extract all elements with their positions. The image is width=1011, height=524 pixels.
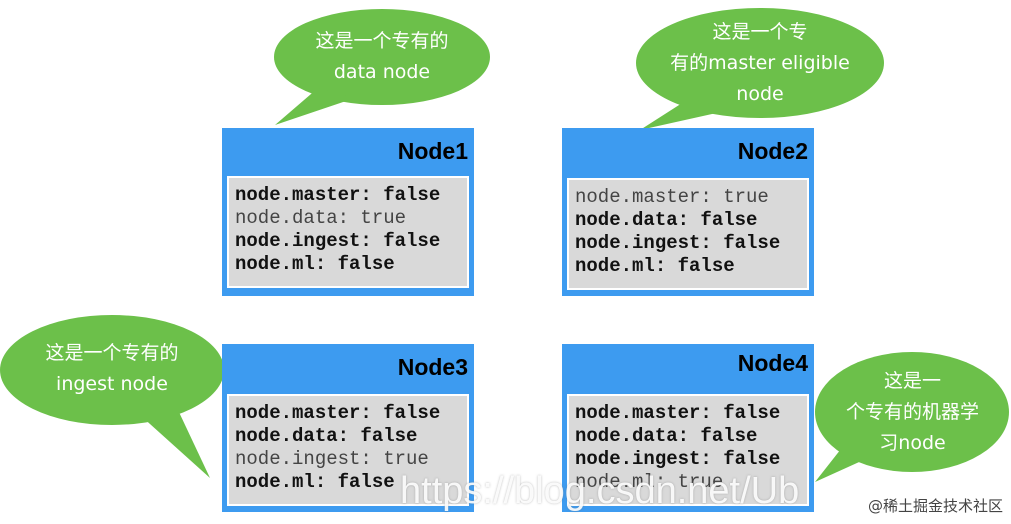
- node2-title: Node2: [737, 138, 808, 164]
- node4-line-2: node.data: false: [575, 425, 758, 447]
- node1-box: Node1 node.master: false node.data: true…: [222, 128, 474, 296]
- node1-title: Node1: [397, 138, 468, 164]
- node3-line-2: node.data: false: [235, 425, 418, 447]
- bubble-3-line-2: ingest node: [56, 373, 168, 395]
- node2-line-1: node.master: true: [575, 186, 769, 208]
- node3-line-3: node.ingest: true: [235, 448, 429, 470]
- node4-config: node.master: false node.data: false node…: [567, 394, 809, 506]
- node1-line-3: node.ingest: false: [235, 230, 441, 252]
- node4-line-3: node.ingest: false: [575, 448, 781, 470]
- node1-line-4: node.ml: false: [235, 253, 395, 275]
- bubble-4-line-3: 习node: [879, 432, 946, 454]
- node4-line-4: node.ml: true: [575, 471, 724, 493]
- bubble-2-text: 这是一个专 有的master eligible node: [640, 17, 880, 110]
- node3-title: Node3: [397, 354, 468, 380]
- node1-config: node.master: false node.data: true node.…: [227, 176, 469, 288]
- bubble-1-text: 这是一个专有的 data node: [282, 26, 482, 88]
- node1-line-2: node.data: true: [235, 207, 407, 229]
- node2-line-3: node.ingest: false: [575, 232, 781, 254]
- bubble-2-line-2: 有的master eligible: [670, 52, 850, 74]
- watermark-url: https://blog.csdn.net/Ub: [400, 470, 800, 512]
- bubble-2-line-1: 这是一个专: [712, 21, 808, 43]
- bubble-1-shape: [274, 9, 490, 125]
- node4-box: Node4 node.master: false node.data: fals…: [562, 344, 814, 512]
- bubble-2-shape: [636, 8, 884, 130]
- node3-box: Node3 node.master: false node.data: fals…: [222, 344, 474, 512]
- bubble-3-text: 这是一个专有的 ingest node: [12, 338, 212, 400]
- bubble-4-line-2: 个专有的机器学: [845, 401, 979, 423]
- node1-line-1: node.master: false: [235, 184, 441, 206]
- bubble-3-shape: [0, 315, 224, 478]
- node3-line-4: node.ml: false: [235, 471, 395, 493]
- node2-config: node.master: true node.data: false node.…: [567, 178, 809, 290]
- node4-line-1: node.master: false: [575, 402, 781, 424]
- node4-title: Node4: [737, 350, 808, 376]
- bubble-4-line-1: 这是一: [883, 370, 941, 392]
- bubble-4-shape: [815, 352, 1009, 482]
- node2-box: Node2 node.master: true node.data: false…: [562, 128, 814, 296]
- credit-text: @稀土掘金技术社区: [867, 497, 1003, 515]
- node3-config: node.master: false node.data: false node…: [227, 394, 469, 506]
- node2-line-4: node.ml: false: [575, 255, 735, 277]
- node2-line-2: node.data: false: [575, 209, 758, 231]
- bubble-1-line-1: 这是一个专有的: [315, 30, 449, 52]
- bubble-4-text: 这是一 个专有的机器学 习node: [820, 366, 1005, 459]
- bubble-1-line-2: data node: [333, 61, 431, 83]
- bubble-2-line-3: node: [736, 83, 784, 105]
- bubble-3-line-1: 这是一个专有的: [45, 342, 179, 364]
- node3-line-1: node.master: false: [235, 402, 441, 424]
